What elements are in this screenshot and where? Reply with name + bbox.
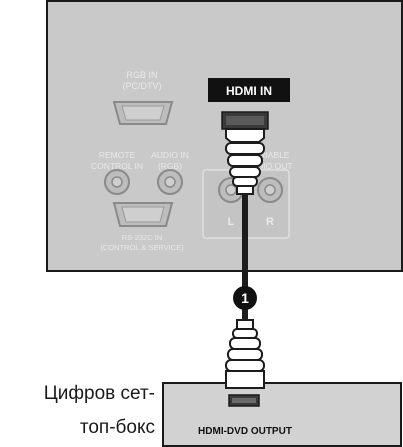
hdmi-plug-top	[225, 128, 265, 195]
hdmi-cable	[242, 194, 248, 320]
set-top-box	[162, 382, 402, 447]
variable-audio-label: VARIABLE	[249, 150, 290, 160]
rs232-label: RS-232C IN	[122, 233, 162, 242]
hdmi-out-port	[228, 394, 260, 407]
audio-left-label: L	[228, 216, 235, 228]
audio-right-label: R	[266, 216, 274, 228]
rgb-in-label: RGB IN	[126, 70, 157, 80]
hdmi-in-label-box	[208, 78, 290, 102]
audio-in-sublabel: (RGB)	[158, 161, 182, 171]
rs232-sublabel: (CONTROL & SERVICE)	[100, 243, 184, 252]
remote-control-sublabel: CONTROL IN	[91, 161, 143, 171]
rs232-port	[112, 202, 174, 227]
hdmi-plug-bottom	[225, 319, 265, 389]
hdmi-dvd-output-label: HDMI-DVD OUTPUT	[198, 426, 292, 437]
set-top-box-caption-line2: топ-бокс	[79, 417, 155, 438]
variable-audio-sublabel: AUDIO OUT	[245, 161, 292, 171]
hdmi-in-port	[221, 111, 269, 130]
audio-in-label: AUDIO IN	[151, 150, 189, 160]
remote-control-label: REMOTE	[99, 150, 136, 160]
remote-control-jack	[104, 169, 130, 195]
set-top-box-caption-line1: Цифров сет-	[43, 383, 155, 404]
rgb-in-sublabel: (PC/DTV)	[123, 81, 162, 91]
rgb-in-port	[112, 101, 174, 125]
connection-step-number: 1	[241, 290, 249, 306]
audio-right-jack	[257, 177, 283, 203]
hdmi-in-label: HDMI IN	[226, 84, 272, 98]
audio-in-jack	[157, 169, 183, 195]
connection-step-marker	[233, 286, 257, 310]
